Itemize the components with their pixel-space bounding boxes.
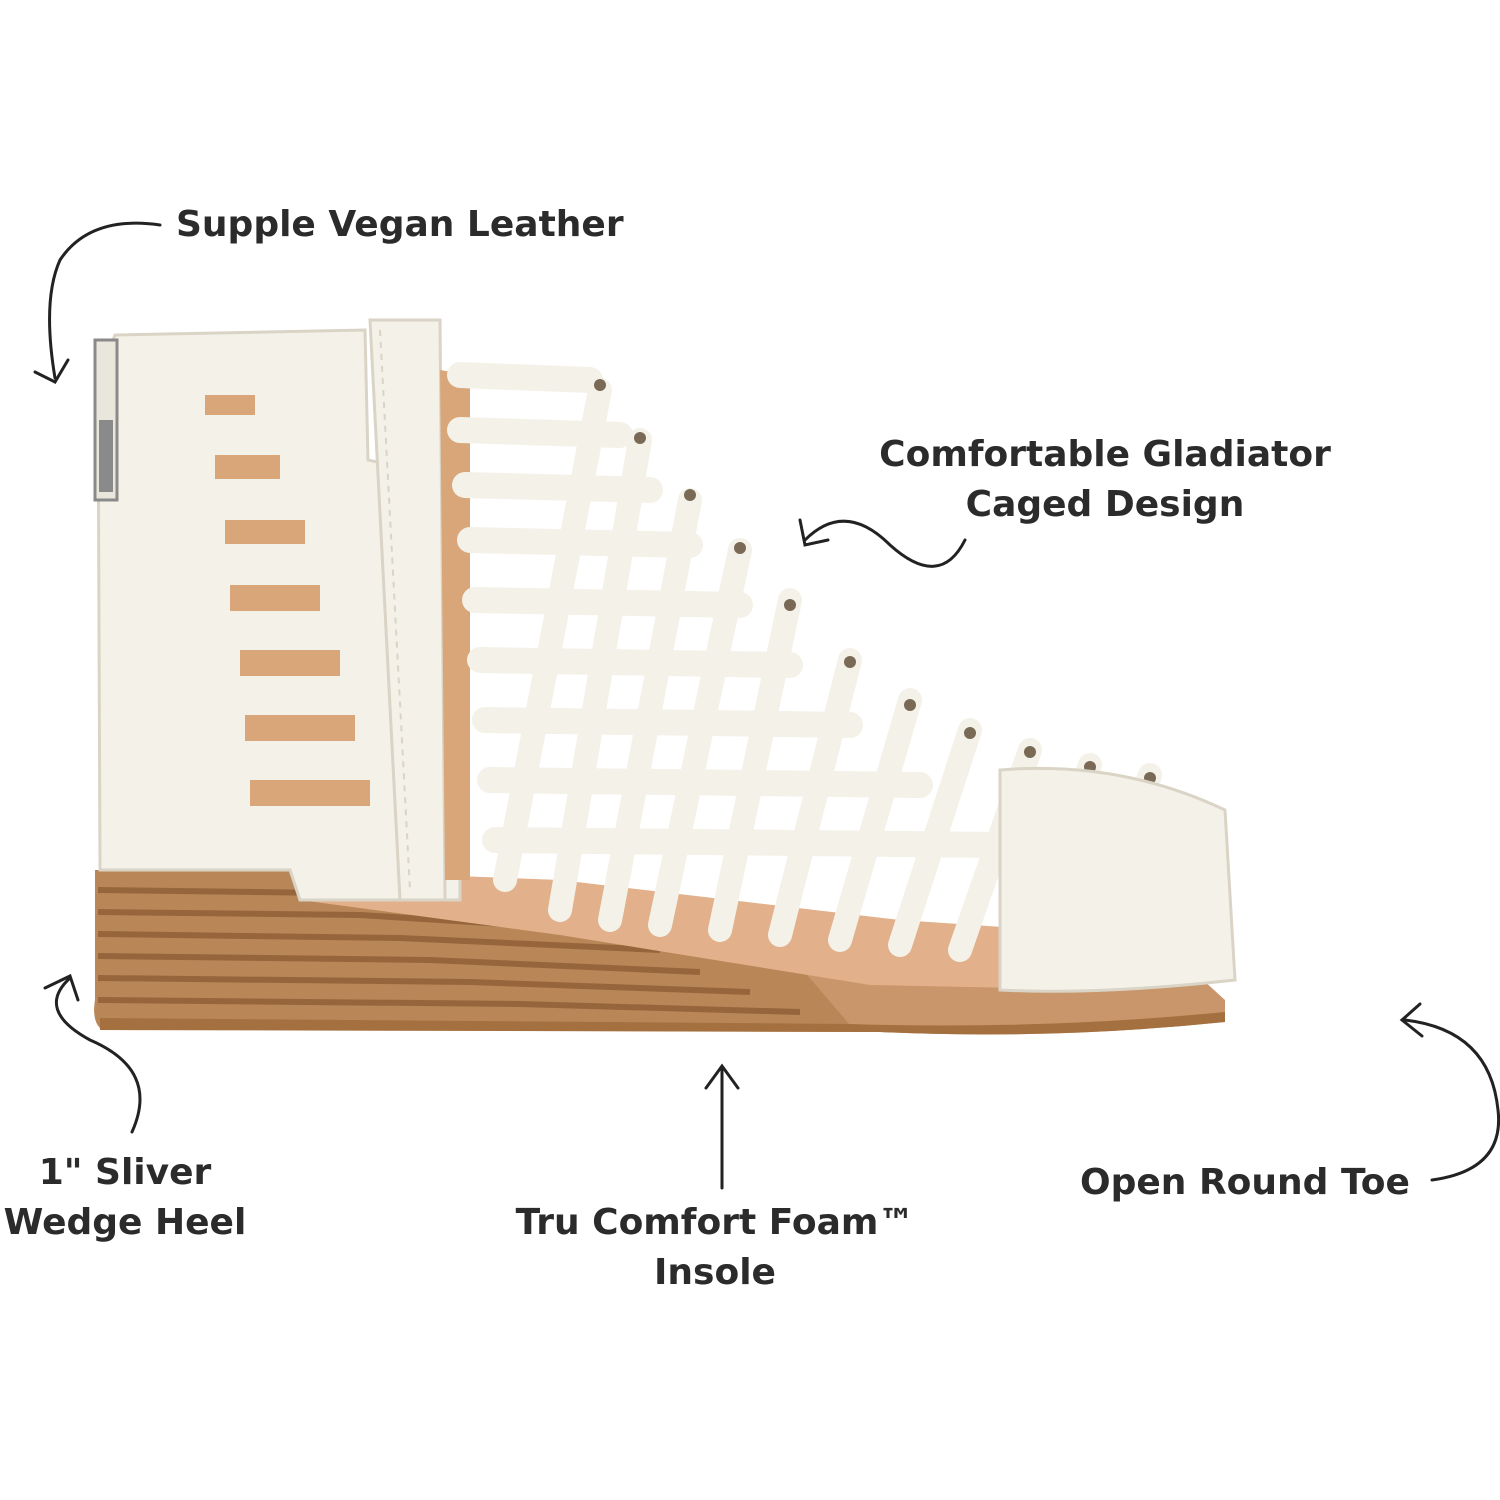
- straight-arrow-up-icon: [704, 1063, 740, 1190]
- callout-text-line-1: Comfortable Gladiator: [879, 434, 1331, 475]
- curved-arrow-left-icon: [798, 518, 967, 568]
- curved-arrow-up-icon: [43, 973, 142, 1134]
- curved-arrow-up-left-icon: [1399, 1002, 1500, 1182]
- callout-text-line-1: 1" Sliver: [38, 1152, 212, 1193]
- callout-text: Supple Vegan Leather: [176, 204, 624, 245]
- toe-band: [998, 766, 1237, 993]
- callout-comfort-foam-insole: Tru Comfort Foam™ Insole: [505, 1198, 925, 1298]
- callout-text-line-1: Tru Comfort Foam™: [515, 1202, 915, 1243]
- callout-text-line-2: Wedge Heel: [3, 1202, 247, 1243]
- callout-wedge-heel: 1" Sliver Wedge Heel: [0, 1148, 250, 1248]
- heel-counter: [93, 318, 470, 902]
- callout-supple-vegan-leather: Supple Vegan Leather: [176, 200, 624, 250]
- callout-text-line-2: Caged Design: [965, 484, 1245, 525]
- callout-text-line-2: Insole: [654, 1252, 776, 1293]
- strap-rivets: [594, 379, 1156, 784]
- wedge-sole: [94, 870, 1226, 1035]
- curved-arrow-down-icon: [33, 221, 162, 384]
- callout-gladiator-caged-design: Comfortable Gladiator Caged Design: [870, 430, 1340, 530]
- callout-open-round-toe: Open Round Toe: [1080, 1158, 1410, 1208]
- callout-text: Open Round Toe: [1080, 1162, 1410, 1203]
